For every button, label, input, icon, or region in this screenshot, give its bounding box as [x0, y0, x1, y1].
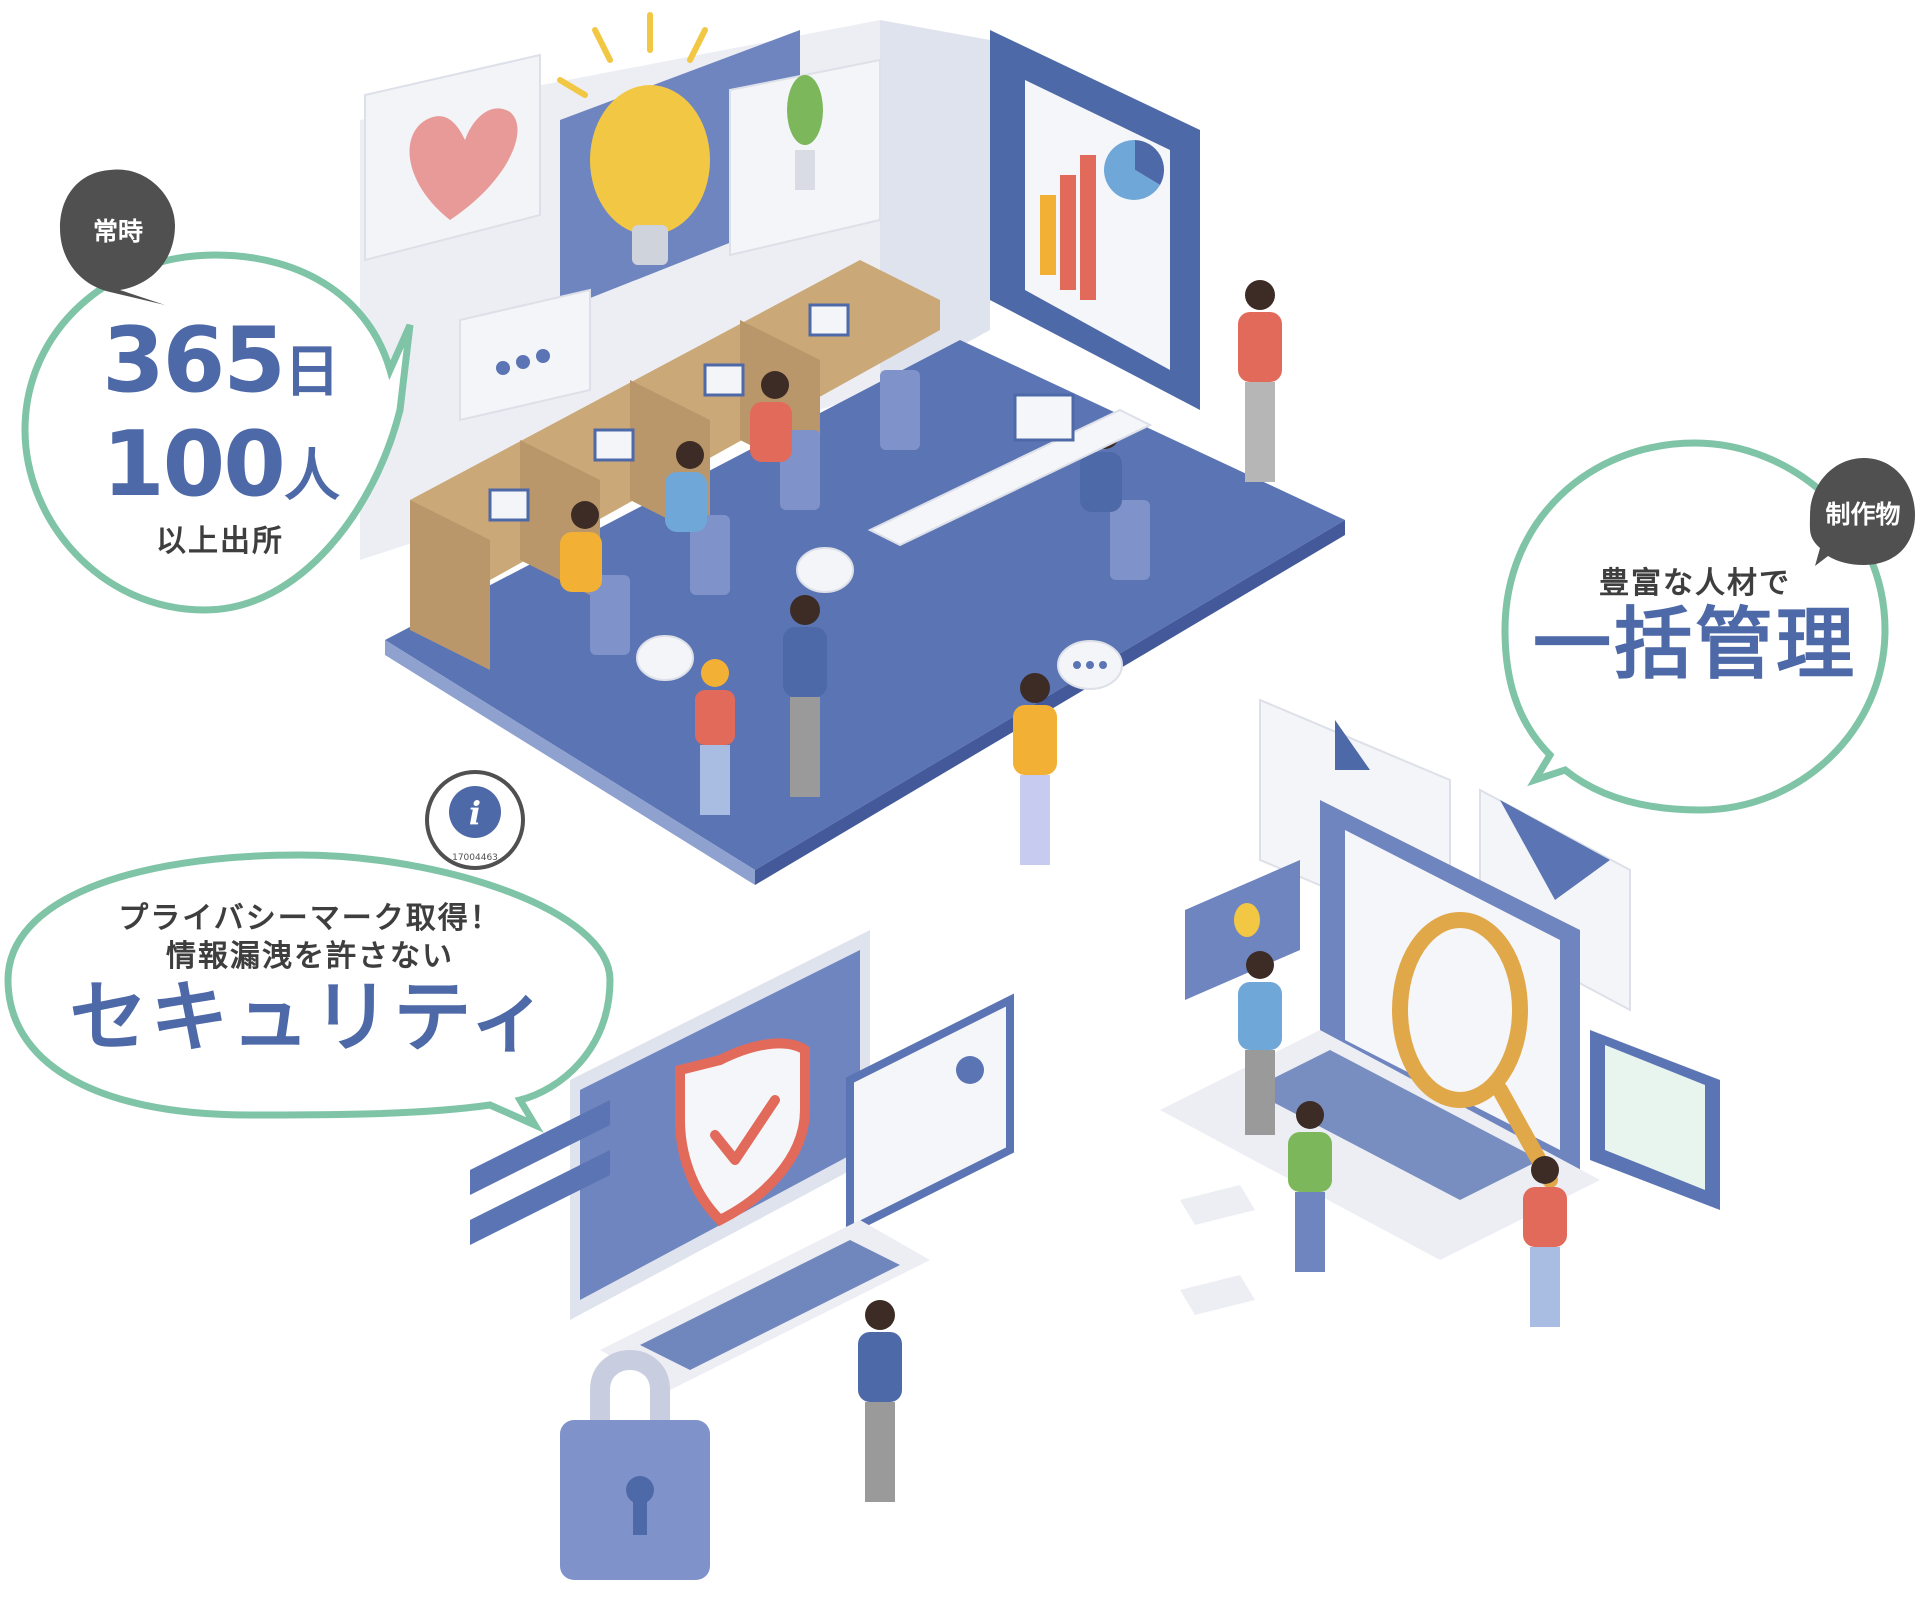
- bulb-rays: [557, 12, 708, 98]
- management-headline: 一括管理: [1532, 600, 1857, 690]
- management-tag-label: 制作物: [1825, 500, 1901, 529]
- chairs: [590, 370, 1150, 655]
- mail-icon: [1500, 800, 1610, 900]
- password-field-2: [470, 1150, 610, 1245]
- chat-panel: [459, 288, 591, 422]
- speech-bubble-1: [796, 547, 854, 593]
- leak-caption: 情報漏洩を許さない: [166, 939, 454, 974]
- light-bulb-icon: [590, 85, 710, 235]
- small-bulb-icon: [1234, 903, 1260, 937]
- laptop-keys: [1250, 1050, 1540, 1200]
- laptop-2: [593, 428, 635, 462]
- magnifier-icon: [1392, 912, 1528, 1108]
- attendance-caption: 以上出所: [156, 524, 284, 559]
- play-icon: [1335, 720, 1370, 770]
- office-scene: [360, 12, 1345, 885]
- desk-monitor: [1013, 393, 1075, 442]
- dot-1: [496, 361, 510, 375]
- plant-leaves-icon: [787, 75, 823, 145]
- dot-3: [536, 349, 550, 363]
- standing-people: [695, 280, 1282, 865]
- laptop-3: [703, 363, 745, 397]
- floor-edge-left: [385, 640, 755, 885]
- attendance-tag-bubble: [60, 169, 175, 305]
- shield-icon: [675, 1038, 810, 1227]
- laptop-1: [488, 488, 530, 522]
- id-card: [846, 993, 1014, 1237]
- attendance-bubble-text: 365日 100人 以上出所: [70, 315, 370, 561]
- security-scene: [470, 930, 1014, 1580]
- keyboard-keys: [640, 1240, 900, 1370]
- laptop-4: [808, 303, 850, 337]
- attendance-tag-label: 常時: [92, 217, 143, 246]
- security-headline: セキュリティ: [69, 973, 551, 1063]
- search-scene: [1160, 698, 1720, 1327]
- password-field-1: [470, 1100, 610, 1195]
- privacy-mark-i-icon: i: [469, 794, 481, 832]
- management-bubble: [1501, 439, 1915, 814]
- security-bubble-outline: [4, 851, 614, 1133]
- security-bubble: i 17004463: [4, 770, 614, 1133]
- privacy-mark-caption: プライバシーマーク取得！: [118, 901, 502, 936]
- lock-shackle: [590, 1350, 670, 1430]
- speech-bubble-2: [636, 635, 694, 681]
- privacy-mark-number: 17004463: [452, 853, 498, 863]
- management-tag-bubble: [1809, 458, 1915, 566]
- plant-pot: [795, 150, 815, 190]
- paper-1: [1180, 1185, 1255, 1225]
- days-unit: 日: [283, 340, 340, 405]
- paper-2: [1180, 1275, 1255, 1315]
- days-number: 365: [102, 308, 286, 413]
- days-line: 365日: [70, 315, 370, 419]
- attendance-bubble-outline: [21, 251, 414, 614]
- checkmark-icon: [710, 1095, 780, 1165]
- attendance-bubble: [21, 169, 414, 614]
- screen-pie-icon: [1135, 140, 1165, 185]
- people-number: 100: [102, 412, 286, 517]
- security-bubble-text: プライバシーマーク取得！ 情報漏洩を許さない セキュリティ: [30, 900, 590, 1060]
- dot-2: [516, 355, 530, 369]
- screen-bar-2: [1060, 175, 1076, 290]
- people-unit: 人: [283, 444, 340, 509]
- white-desk: [867, 408, 1153, 547]
- people-line: 100人: [70, 419, 370, 523]
- management-bubble-text: 豊富な人材で 一括管理: [1520, 565, 1870, 687]
- user-silhouette-icon: [956, 1056, 984, 1084]
- management-caption: 豊富な人材で: [1599, 566, 1791, 601]
- screen-bar-1: [1040, 195, 1056, 275]
- bulb-base: [632, 225, 668, 265]
- screen-bar-3: [1080, 155, 1096, 300]
- heart-icon: [409, 108, 518, 220]
- floor-edge-right: [755, 520, 1345, 885]
